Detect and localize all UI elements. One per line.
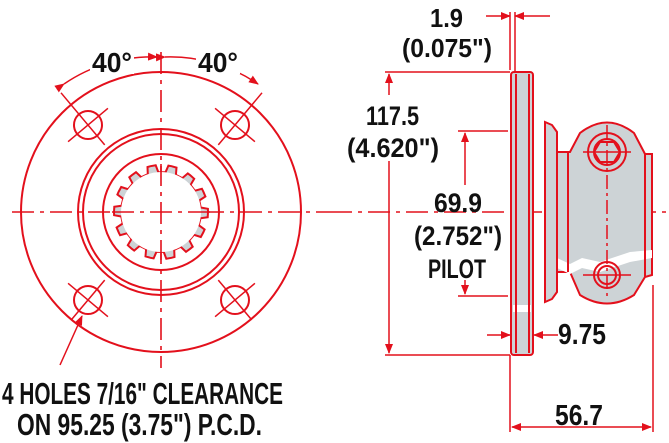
hub-circle-inner — [82, 133, 240, 291]
bolt-holes — [60, 92, 263, 321]
hole-crosshair — [217, 92, 263, 146]
bolt-hole — [73, 285, 103, 315]
hole-crosshair — [67, 107, 109, 143]
hole-crosshair — [214, 107, 256, 143]
bore-circle — [102, 153, 220, 271]
hub-circle-outer — [77, 128, 245, 296]
thickness-mm: 1.9 — [430, 3, 463, 33]
hole-note-line2: ON 95.25 (3.75") P.C.D. — [17, 407, 262, 442]
angle-label-left: 40° — [92, 47, 132, 78]
hole-crosshair — [67, 282, 109, 318]
pilot-mm: 69.9 — [434, 188, 482, 218]
angle-label-right: 40° — [198, 47, 238, 78]
flange-diameter-in: (4.620") — [347, 133, 439, 163]
hole-crosshair — [60, 92, 106, 146]
bolt-hole — [220, 285, 250, 315]
pilot-label: PILOT — [428, 254, 486, 284]
spline-bore — [112, 164, 210, 260]
bolt-hole — [73, 110, 103, 140]
hole-note-line1: 4 HOLES 7/16" CLEARANCE — [2, 376, 283, 411]
side-view: 1.9 (0.075") 117.5 (4.620") 69.9 (2.752"… — [330, 3, 669, 432]
thickness-in: (0.075") — [402, 33, 492, 63]
flange-width: 9.75 — [558, 319, 606, 351]
note-leader — [59, 315, 83, 366]
flange-diameter-mm: 117.5 — [366, 101, 419, 131]
overall-length: 56.7 — [555, 400, 603, 432]
bolt-hole — [220, 110, 250, 140]
front-view: 40° 40° 4 HOLES 7/16" CLEARANCE ON 95.25… — [2, 40, 330, 442]
pilot-in: (2.752") — [414, 221, 502, 251]
hole-crosshair — [214, 282, 256, 318]
